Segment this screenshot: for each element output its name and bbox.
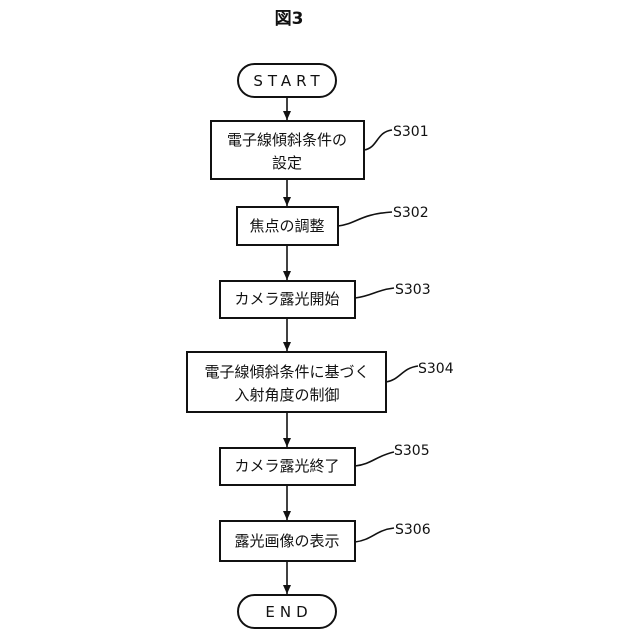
step-s304-id: S304	[418, 361, 454, 377]
step-s303-id: S303	[395, 282, 431, 298]
step-s301: 電子線傾斜条件の 設定 S301	[211, 121, 429, 179]
step-s304-line-2: 入射角度の制御	[234, 386, 339, 404]
step-s305-label: カメラ露光終了	[234, 457, 339, 475]
step-s301-line-1: 電子線傾斜条件の	[227, 131, 347, 149]
step-s306-label: 露光画像の表示	[234, 532, 339, 550]
start-label: START	[253, 72, 324, 90]
step-s301-leader	[364, 130, 392, 150]
step-s302-leader	[338, 212, 392, 226]
step-s303-label: カメラ露光開始	[234, 290, 339, 308]
step-s301-id: S301	[393, 124, 429, 140]
step-s303: カメラ露光開始 S303	[220, 281, 431, 318]
step-s305-id: S305	[394, 443, 430, 459]
step-s301-line-2: 設定	[272, 154, 302, 172]
step-s302: 焦点の調整 S302	[237, 205, 429, 245]
step-s304-line-1: 電子線傾斜条件に基づく	[204, 363, 369, 381]
step-s302-id: S302	[393, 205, 429, 221]
start-terminal: START	[238, 64, 336, 97]
step-s306: 露光画像の表示 S306	[220, 521, 431, 561]
step-s305: カメラ露光終了 S305	[220, 443, 430, 485]
step-s306-leader	[355, 528, 394, 542]
step-s305-leader	[355, 452, 394, 466]
figure-title: 図3	[275, 9, 304, 29]
step-s302-label: 焦点の調整	[249, 217, 324, 235]
step-s303-leader	[355, 288, 394, 298]
end-terminal: END	[238, 595, 336, 628]
step-s304: 電子線傾斜条件に基づく 入射角度の制御 S304	[187, 352, 454, 412]
step-s306-id: S306	[395, 522, 431, 538]
end-label: END	[265, 603, 312, 621]
step-s304-leader	[386, 366, 418, 382]
